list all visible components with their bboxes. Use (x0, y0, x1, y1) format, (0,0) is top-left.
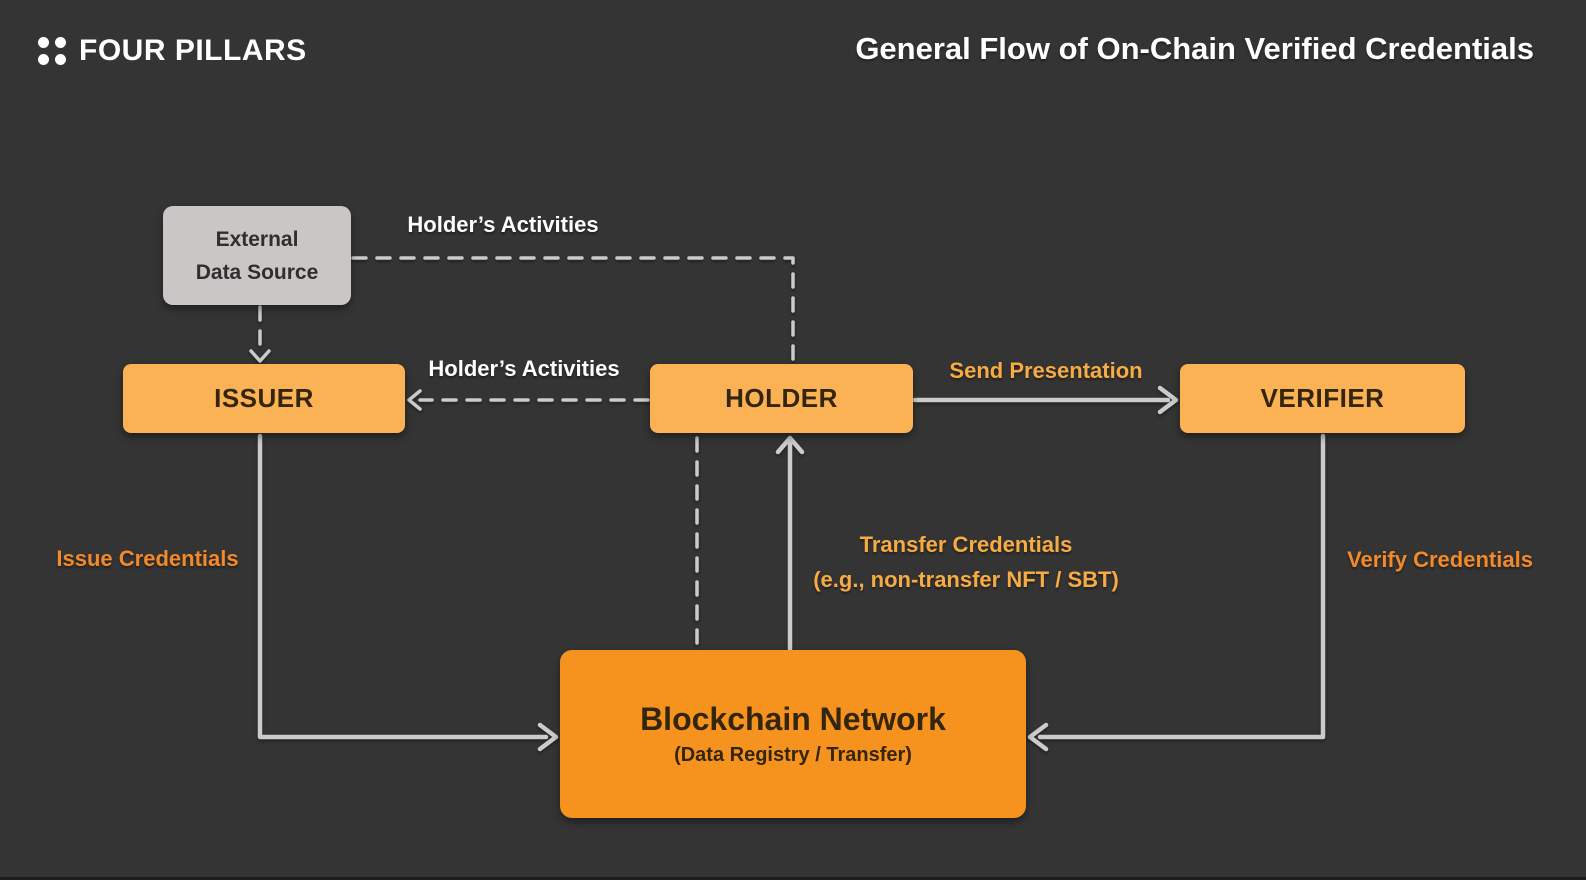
external-data-source-label-line2: Data Source (195, 260, 319, 284)
brand-logo: FOUR PILLARS (38, 33, 307, 69)
page-title: General Flow of On-Chain Verified Creden… (855, 31, 1534, 66)
holder-label: HOLDER (725, 383, 838, 413)
blockchain-network-sublabel: (Data Registry / Transfer) (674, 744, 912, 766)
node-issuer: ISSUER (123, 364, 405, 433)
node-blockchain-network: Blockchain Network (Data Registry / Tran… (560, 650, 1026, 818)
edge-issuer-to-blockchain (257, 433, 549, 740)
blockchain-network-label: Blockchain Network (640, 701, 946, 737)
arrowhead-holder-to-verifier (1157, 385, 1179, 415)
edge-eds-to-holder (351, 256, 795, 362)
label-send-presentation: Send Presentation (949, 358, 1143, 383)
arrowhead-verifier-to-blockchain (1027, 722, 1049, 752)
node-verifier: VERIFIER (1180, 364, 1465, 433)
issuer-label: ISSUER (214, 383, 314, 413)
label-verify-credentials: Verify Credentials (1347, 547, 1533, 572)
label-issue-credentials: Issue Credentials (56, 546, 239, 571)
arrowhead-issuer-to-blockchain (537, 722, 559, 752)
node-holder: HOLDER (650, 364, 913, 433)
brand-name: FOUR PILLARS (79, 34, 307, 67)
label-holders-activities-mid: Holder’s Activities (428, 356, 620, 381)
verifier-label: VERIFIER (1260, 383, 1385, 413)
arrowhead-blockchain-to-holder (775, 435, 805, 455)
label-transfer-credentials-line1: Transfer Credentials (859, 532, 1073, 557)
label-transfer-credentials-line2: (e.g., non-transfer NFT / SBT) (813, 567, 1119, 592)
bottom-edge-strip (0, 877, 1586, 880)
label-holders-activities-top: Holder’s Activities (407, 212, 599, 237)
arrowhead-eds-to-issuer (249, 349, 271, 363)
edge-verifier-to-blockchain (1037, 433, 1326, 740)
node-external-data-source: External Data Source (163, 206, 351, 305)
label-transfer-credentials: Transfer Credentials (e.g., non-transfer… (766, 527, 1166, 597)
external-data-source-label-line1: External (215, 227, 299, 251)
four-dots-icon (38, 37, 66, 65)
arrowhead-holder-to-issuer (407, 389, 422, 411)
